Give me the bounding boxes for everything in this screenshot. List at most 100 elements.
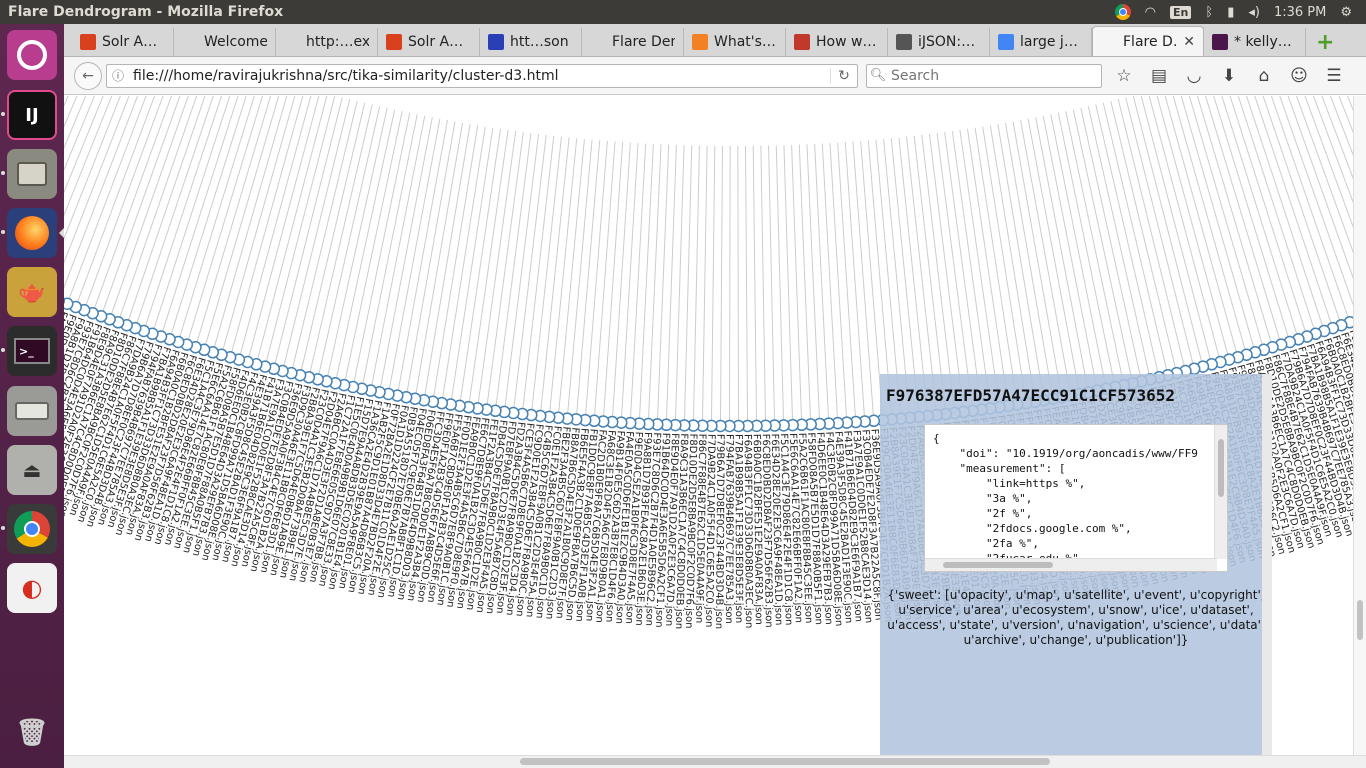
search-bar[interactable]: 🔍︎: [866, 63, 1102, 88]
dendrogram-link: [143, 96, 223, 332]
firefox-icon[interactable]: [7, 208, 57, 258]
url-text[interactable]: file:///home/ravirajukrishna/src/tika-si…: [133, 67, 559, 84]
reading-list-icon[interactable]: ▤: [1150, 65, 1168, 86]
dendrogram-link: [64, 96, 88, 266]
tab-10[interactable]: Flare D…✕: [1092, 26, 1204, 56]
tab-5[interactable]: Flare Den…: [582, 28, 684, 56]
dendrogram-link: [151, 96, 231, 334]
home-icon[interactable]: ⌂: [1258, 65, 1270, 86]
hello-chat-icon[interactable]: ☺: [1290, 65, 1308, 86]
dendrogram-link: [186, 96, 263, 345]
clock[interactable]: 1:36 PM: [1273, 4, 1327, 20]
hard-disk-icon[interactable]: [7, 386, 57, 436]
search-input[interactable]: [889, 66, 1093, 85]
dendrogram-link: [913, 135, 947, 415]
dendrogram-link: [936, 132, 974, 411]
tab-11[interactable]: * kelly…: [1204, 28, 1306, 56]
tab-9[interactable]: large j…: [990, 28, 1092, 56]
dendrogram-leaf-label[interactable]: F6E34D28E20E2E3C6A9F48EA1D.json: [769, 433, 784, 625]
dendrogram-leaf-label[interactable]: F6B0A0C1B2BFE51E2E9A0AF83A.json: [751, 434, 764, 625]
files-icon[interactable]: [7, 149, 57, 199]
keyboard-layout-indicator[interactable]: En: [1170, 5, 1192, 19]
json-viewer[interactable]: { "doi": "10.1919/org/aoncadis/www/FF9 "…: [924, 424, 1228, 572]
dendrogram-leaf-label[interactable]: F7DA9B24C1A0F5F4D1C6E5A2C0.json: [703, 434, 716, 628]
dendrogram-link: [775, 145, 785, 426]
trash-icon[interactable]: 🗑: [15, 718, 49, 748]
dendrogram-link: [791, 144, 803, 425]
battery-icon[interactable]: ▮: [1227, 4, 1235, 20]
dendrogram-link: [290, 100, 358, 374]
dendrogram-link: [396, 120, 448, 396]
dendrogram-link: [352, 112, 411, 388]
reload-icon[interactable]: ↻: [830, 67, 857, 84]
site-info-icon[interactable]: ⓘ: [111, 69, 124, 83]
tab-label: large j…: [1020, 34, 1078, 50]
terminal-icon[interactable]: >_: [7, 326, 57, 376]
dendrogram-link: [1254, 96, 1334, 329]
downloads-icon[interactable]: ⬇: [1221, 65, 1237, 86]
dendrogram-link: [1125, 97, 1195, 369]
dendrogram-link: [989, 125, 1036, 402]
dendrogram-leaf-label[interactable]: F8A9C31A3B6EC1A7C4C8D0D0EB.json: [673, 433, 689, 629]
back-button[interactable]: ←: [74, 61, 102, 90]
intellij-idea-icon[interactable]: IJ: [7, 90, 57, 140]
dendrogram-link: [203, 96, 280, 350]
dendrogram-leaf-label[interactable]: F794FAB7639B4B697C7EE785A3.json: [723, 434, 734, 624]
dendrogram-leaf-label[interactable]: F6C8ED0BD2D8AF23F7D56F62B3.json: [760, 434, 774, 628]
dendrogram-leaf-label[interactable]: F8D10DE2D5E8BA9BC0F2C0D7F6.json: [683, 433, 698, 628]
tooltip-title: F976387EFD57A47ECC91C1CF573652: [886, 386, 1175, 405]
volume-icon[interactable]: ◂): [1248, 4, 1260, 20]
bluetooth-icon[interactable]: ᛒ: [1205, 4, 1214, 20]
usb-drive-icon[interactable]: ⏏: [7, 445, 57, 495]
dendrogram-link: [728, 145, 731, 426]
new-tab-button[interactable]: +: [1316, 29, 1335, 55]
wifi-icon[interactable]: ◠: [1144, 4, 1157, 20]
tab-2[interactable]: http:…exas: [276, 28, 378, 56]
dendrogram-link: [1312, 96, 1366, 239]
tab-strip: Solr A…Welcome …http:…exasSolr A…htt…son…: [64, 24, 1366, 57]
bookmark-star-icon[interactable]: ☆: [1116, 65, 1132, 86]
focused-indicator: [59, 228, 64, 238]
solr-icon: [80, 34, 96, 50]
ubuntu-dash-icon[interactable]: [7, 30, 57, 80]
page-vertical-scrollbar[interactable]: [1353, 96, 1366, 756]
dendrogram-leaf-label[interactable]: F86C7F88E4B7E62C1D5E0A4A9F.json: [693, 434, 707, 624]
url-bar[interactable]: ⓘ file:///home/ravirajukrishna/src/tika-…: [106, 63, 858, 88]
dendrogram-leaf-label[interactable]: F6A94B3FF1C73D33D6D8B0A3EC.json: [742, 434, 754, 628]
json-horizontal-scrollbar[interactable]: [925, 558, 1217, 571]
dendrogram-link: [334, 109, 396, 384]
tab-label: * kelly…: [1234, 34, 1292, 50]
dendrogram-link: [752, 145, 758, 426]
running-indicator: [1, 526, 5, 530]
page-horizontal-scrollbar[interactable]: [64, 755, 1366, 768]
dendrogram-link: [760, 145, 767, 426]
tab-7[interactable]: How w…: [786, 28, 888, 56]
toolbar-buttons: ☆ ▤ ◡ ⬇ ⌂ ☺ ☰: [1114, 66, 1344, 86]
tooltip-scrollbar[interactable]: [1262, 374, 1272, 768]
dendrogram-leaf-label[interactable]: F79B6A7D7D8EF0C23F44BD3D4B.json: [713, 434, 725, 629]
google-chrome-icon[interactable]: [7, 504, 57, 554]
menu-icon[interactable]: ☰: [1326, 65, 1342, 86]
dendrogram-link: [1027, 118, 1081, 395]
libreoffice-impress-icon[interactable]: ◐: [7, 563, 57, 613]
dendrogram-link: [1095, 104, 1160, 378]
teapot-app-icon[interactable]: 🫖: [7, 267, 57, 317]
json-vertical-scrollbar[interactable]: [1214, 425, 1227, 559]
pocket-icon[interactable]: ◡: [1186, 65, 1202, 86]
close-tab-icon[interactable]: ✕: [1183, 33, 1195, 50]
dendrogram-leaf-label[interactable]: F7BA1B98B5A1F1E39E3E8D5E3F.json: [733, 434, 744, 623]
dendrogram-link: [64, 96, 95, 171]
dendrogram-link: [944, 132, 983, 410]
dendrogram-leaf-label[interactable]: F5C1A4C3E79D86E4F2E4F1D1C8.json: [778, 433, 794, 625]
power-gear-icon[interactable]: ⚙: [1340, 4, 1352, 20]
tab-4[interactable]: htt…son: [480, 28, 582, 56]
tab-3[interactable]: Solr A…: [378, 28, 480, 56]
dendrogram-link: [974, 127, 1018, 405]
tab-8[interactable]: iJSON:…: [888, 28, 990, 56]
tab-0[interactable]: Solr A…: [72, 28, 174, 56]
chrome-tray-icon[interactable]: [1114, 4, 1131, 20]
tab-1[interactable]: Welcome …: [174, 28, 276, 56]
tab-6[interactable]: What's…: [684, 28, 786, 56]
dendrogram-link: [928, 133, 965, 412]
dendrogram-node[interactable]: [64, 297, 74, 311]
